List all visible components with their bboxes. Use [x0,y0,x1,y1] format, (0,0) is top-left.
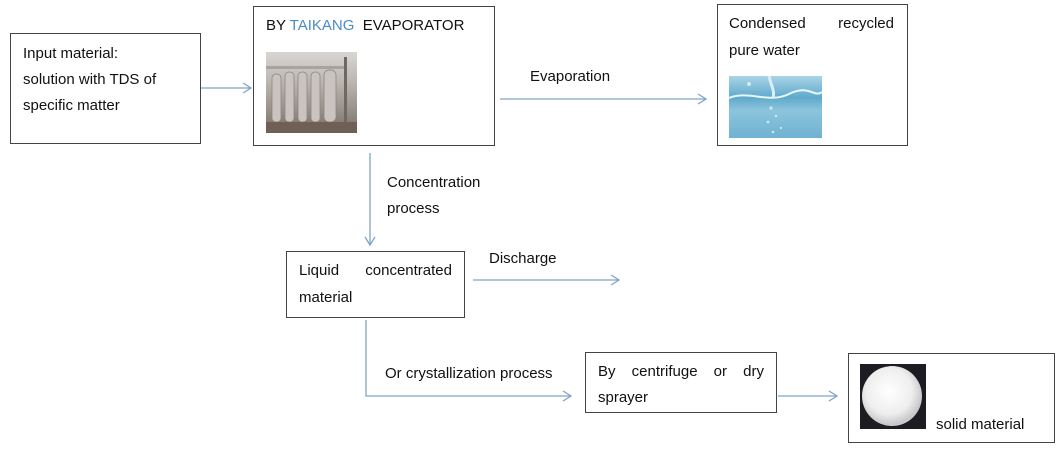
solid-material-node: solid material [848,353,1055,443]
condensed-word: Condensed [729,15,806,32]
centrifuge-word-2: centrifuge [631,363,698,380]
arrowhead [610,274,621,286]
solid-material-label: solid material [936,416,1025,433]
arrowhead [562,390,573,402]
arrowhead [242,82,253,94]
white-powder-image [860,364,926,429]
input-line-2: solution with TDS of [23,71,157,88]
arrowhead [828,390,839,402]
evaporator-brand: TAIKANG [289,17,355,34]
evaporator-plant-image [266,52,357,133]
sprayer-line: sprayer [598,389,649,406]
input-line-3: specific matter [23,97,120,114]
evaporation-label: Evaporation [530,68,611,85]
arrowhead [364,236,376,247]
centrifuge-word-4: dry [743,363,764,380]
concentration-line-1: Concentration [387,174,481,191]
liquid-concentrated-node: Liquid concentrated material [286,251,465,318]
arrow-crystallization [365,320,571,397]
evaporator-suffix: EVAPORATOR [362,17,465,34]
arrowhead [697,93,708,105]
recycled-word: recycled [838,15,894,32]
discharge-label: Discharge [489,250,557,267]
liquid-word: Liquid [299,262,340,279]
centrifuge-word-1: By [598,363,616,380]
crystallization-label: Or crystallization process [385,365,553,382]
input-line-1: Input material: [23,45,119,62]
water-image [729,76,822,138]
condensed-water-node: Condensed recycled pure water [717,4,908,146]
concentration-label: Concentration process [387,170,480,222]
input-material-node: Input material: solution with TDS of spe… [10,33,201,144]
concentration-line-2: process [387,200,440,217]
concentrated-word: concentrated [365,262,452,279]
evaporator-node: BY TAIKANG EVAPORATOR [253,6,495,146]
material-line: material [299,289,353,306]
centrifuge-word-3: or [713,363,728,380]
centrifuge-node: By centrifuge or dry sprayer [585,352,777,413]
evaporator-prefix: BY [266,17,286,34]
pure-water-line: pure water [729,42,800,59]
